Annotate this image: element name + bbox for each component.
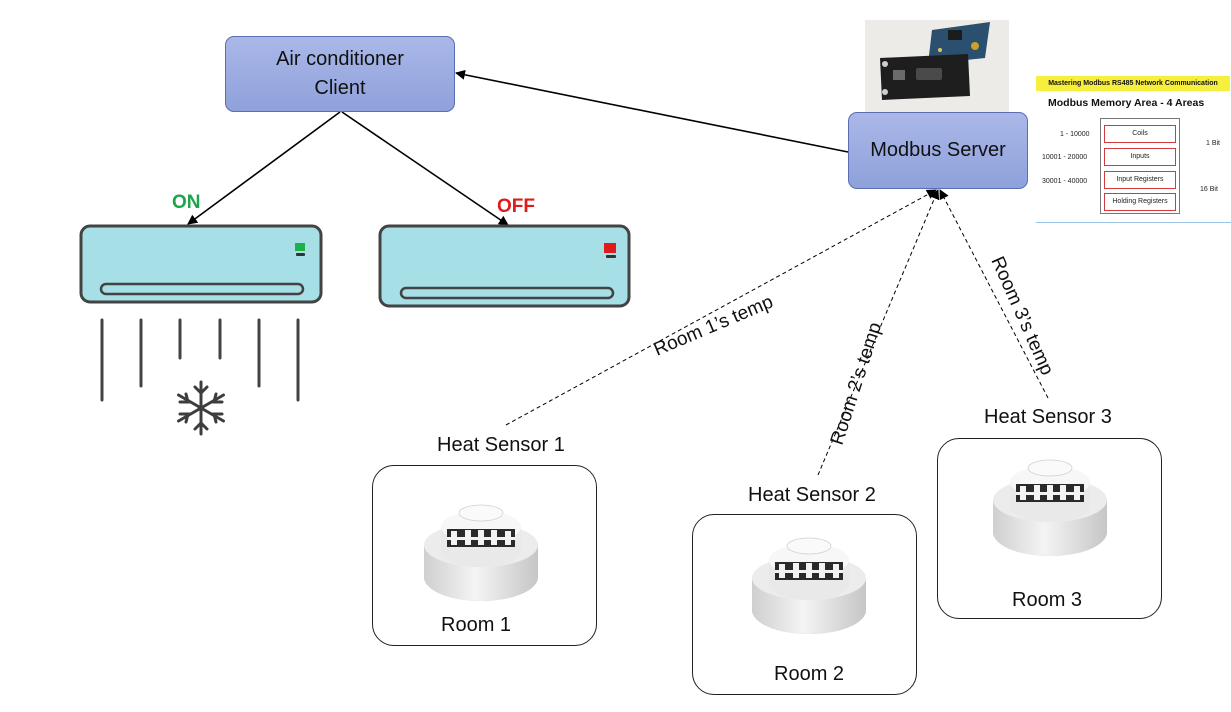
arrow-client-to-ac-on bbox=[187, 111, 341, 225]
client-node: Air conditioner Client bbox=[225, 36, 455, 112]
memory-area-inputs: Inputs bbox=[1104, 148, 1176, 166]
arrow-client-to-ac-off bbox=[341, 111, 509, 226]
room3-label: Room 3 bbox=[1012, 589, 1083, 611]
link-room1 bbox=[505, 189, 937, 426]
link-room1-label: Room 1’s temp bbox=[651, 291, 777, 360]
memory-area-input-registers: Input Registers bbox=[1104, 171, 1176, 189]
memory-area-holding-registers: Holding Registers bbox=[1104, 193, 1176, 211]
sensor2-title: Heat Sensor 2 bbox=[748, 484, 876, 506]
ac-on-label: ON bbox=[172, 192, 201, 213]
air-conditioner-off-icon bbox=[378, 224, 631, 308]
ac-off-label: OFF bbox=[497, 196, 535, 217]
snowflake-icon bbox=[177, 380, 225, 436]
arrow-server-to-client bbox=[455, 69, 849, 153]
memory-bit-1: 1 Bit bbox=[1206, 140, 1221, 147]
link-room2-label: Room 2’s temp bbox=[827, 320, 886, 448]
room2-label: Room 2 bbox=[774, 663, 845, 685]
server-node: Modbus Server bbox=[848, 112, 1028, 189]
sensor3-title: Heat Sensor 3 bbox=[984, 406, 1112, 428]
room1-box bbox=[372, 465, 597, 646]
memory-range-coils: 1 - 10000 bbox=[1060, 131, 1090, 138]
memory-map-banner: Mastering Modbus RS485 Network Communica… bbox=[1036, 76, 1230, 91]
link-room2 bbox=[817, 189, 940, 476]
sensor1-title: Heat Sensor 1 bbox=[437, 434, 565, 456]
airflow-lines bbox=[100, 318, 300, 402]
server-label: Modbus Server bbox=[870, 139, 1006, 161]
link-room3 bbox=[939, 189, 1049, 399]
memory-bit-16: 16 Bit bbox=[1200, 186, 1218, 193]
memory-range-inputs: 10001 - 20000 bbox=[1042, 154, 1088, 161]
link-room3-label: Room 3’s temp bbox=[986, 253, 1057, 378]
modbus-memory-map: Mastering Modbus RS485 Network Communica… bbox=[1036, 76, 1231, 224]
memory-map-frame bbox=[1100, 118, 1180, 214]
client-label-line1: Air conditioner bbox=[276, 48, 404, 70]
client-label-line2: Client bbox=[314, 77, 366, 99]
memory-range-input-registers: 30001 - 40000 bbox=[1042, 178, 1088, 185]
memory-map-rule bbox=[1036, 222, 1231, 223]
room1-label: Room 1 bbox=[441, 614, 512, 636]
modbus-card-image bbox=[865, 20, 1009, 112]
room2-box bbox=[692, 514, 917, 695]
air-conditioner-on-icon bbox=[79, 224, 323, 304]
room3-box bbox=[937, 438, 1162, 619]
memory-map-title: Modbus Memory Area - 4 Areas bbox=[1048, 97, 1205, 109]
memory-area-coils: Coils bbox=[1104, 125, 1176, 143]
